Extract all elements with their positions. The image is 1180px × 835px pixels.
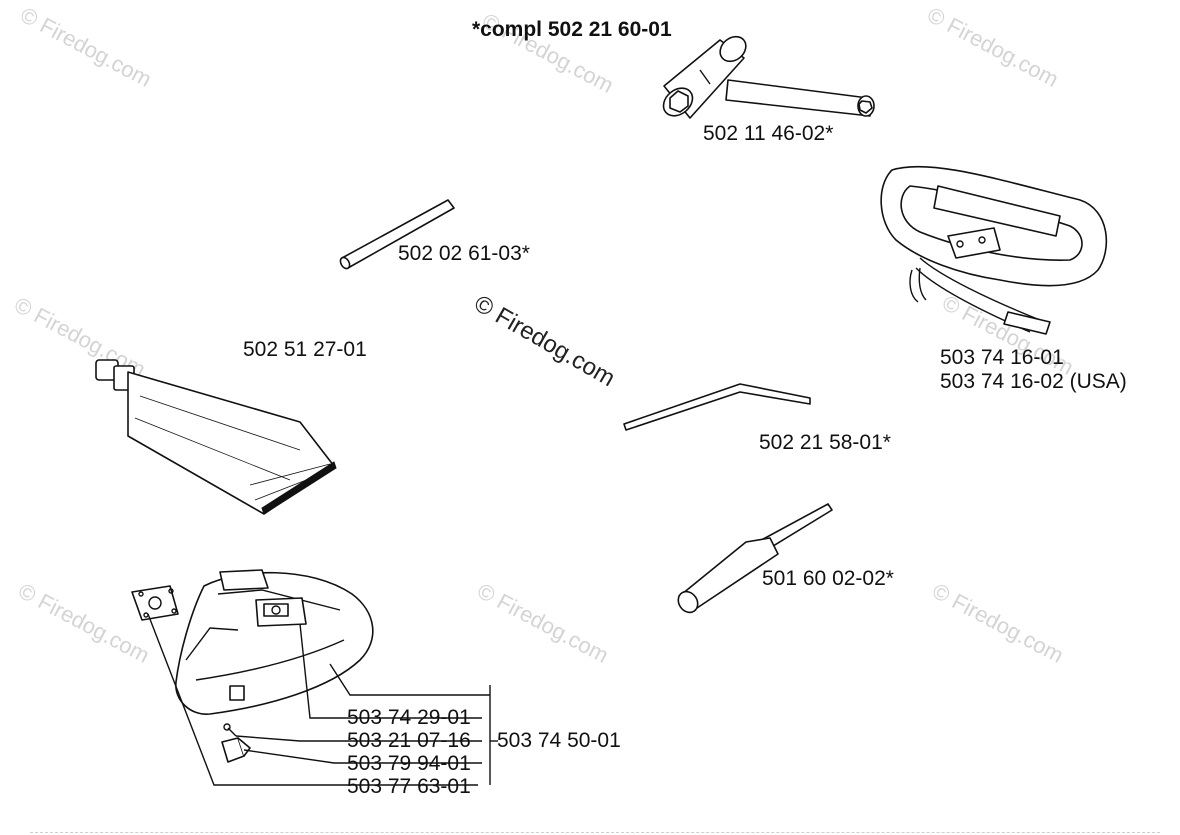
hex-key-drawing	[623, 383, 811, 431]
part-number-pin: 502 02 61-03*	[398, 242, 530, 265]
file-drawing	[677, 503, 833, 614]
harness-drawing	[880, 165, 1108, 335]
part-number-guard-body: 503 74 29-01	[347, 706, 471, 729]
pin-drawing	[339, 199, 455, 270]
part-number-plate: 503 77 63-01	[347, 775, 471, 798]
grease-tube-drawing	[95, 359, 337, 515]
part-number-guard-assembly: 503 74 50-01	[497, 729, 621, 752]
part-number-socket-wrench: 502 11 46-02*	[703, 122, 834, 145]
assembly-title: *compl 502 21 60-01	[472, 18, 672, 41]
part-number-file: 501 60 02-02*	[762, 567, 894, 590]
part-number-harness-usa: 503 74 16-02 (USA)	[940, 370, 1127, 393]
part-number-screw: 503 21 07-16	[347, 729, 471, 752]
part-number-harness: 503 74 16-01	[940, 346, 1064, 369]
socket-wrench-drawing	[662, 35, 875, 119]
guard-drawing	[131, 569, 498, 786]
bottom-divider	[30, 832, 1160, 833]
part-number-clip: 503 79 94-01	[347, 752, 471, 775]
part-number-grease-tube: 502 51 27-01	[243, 338, 367, 361]
part-number-hex-key: 502 21 58-01*	[759, 431, 891, 454]
